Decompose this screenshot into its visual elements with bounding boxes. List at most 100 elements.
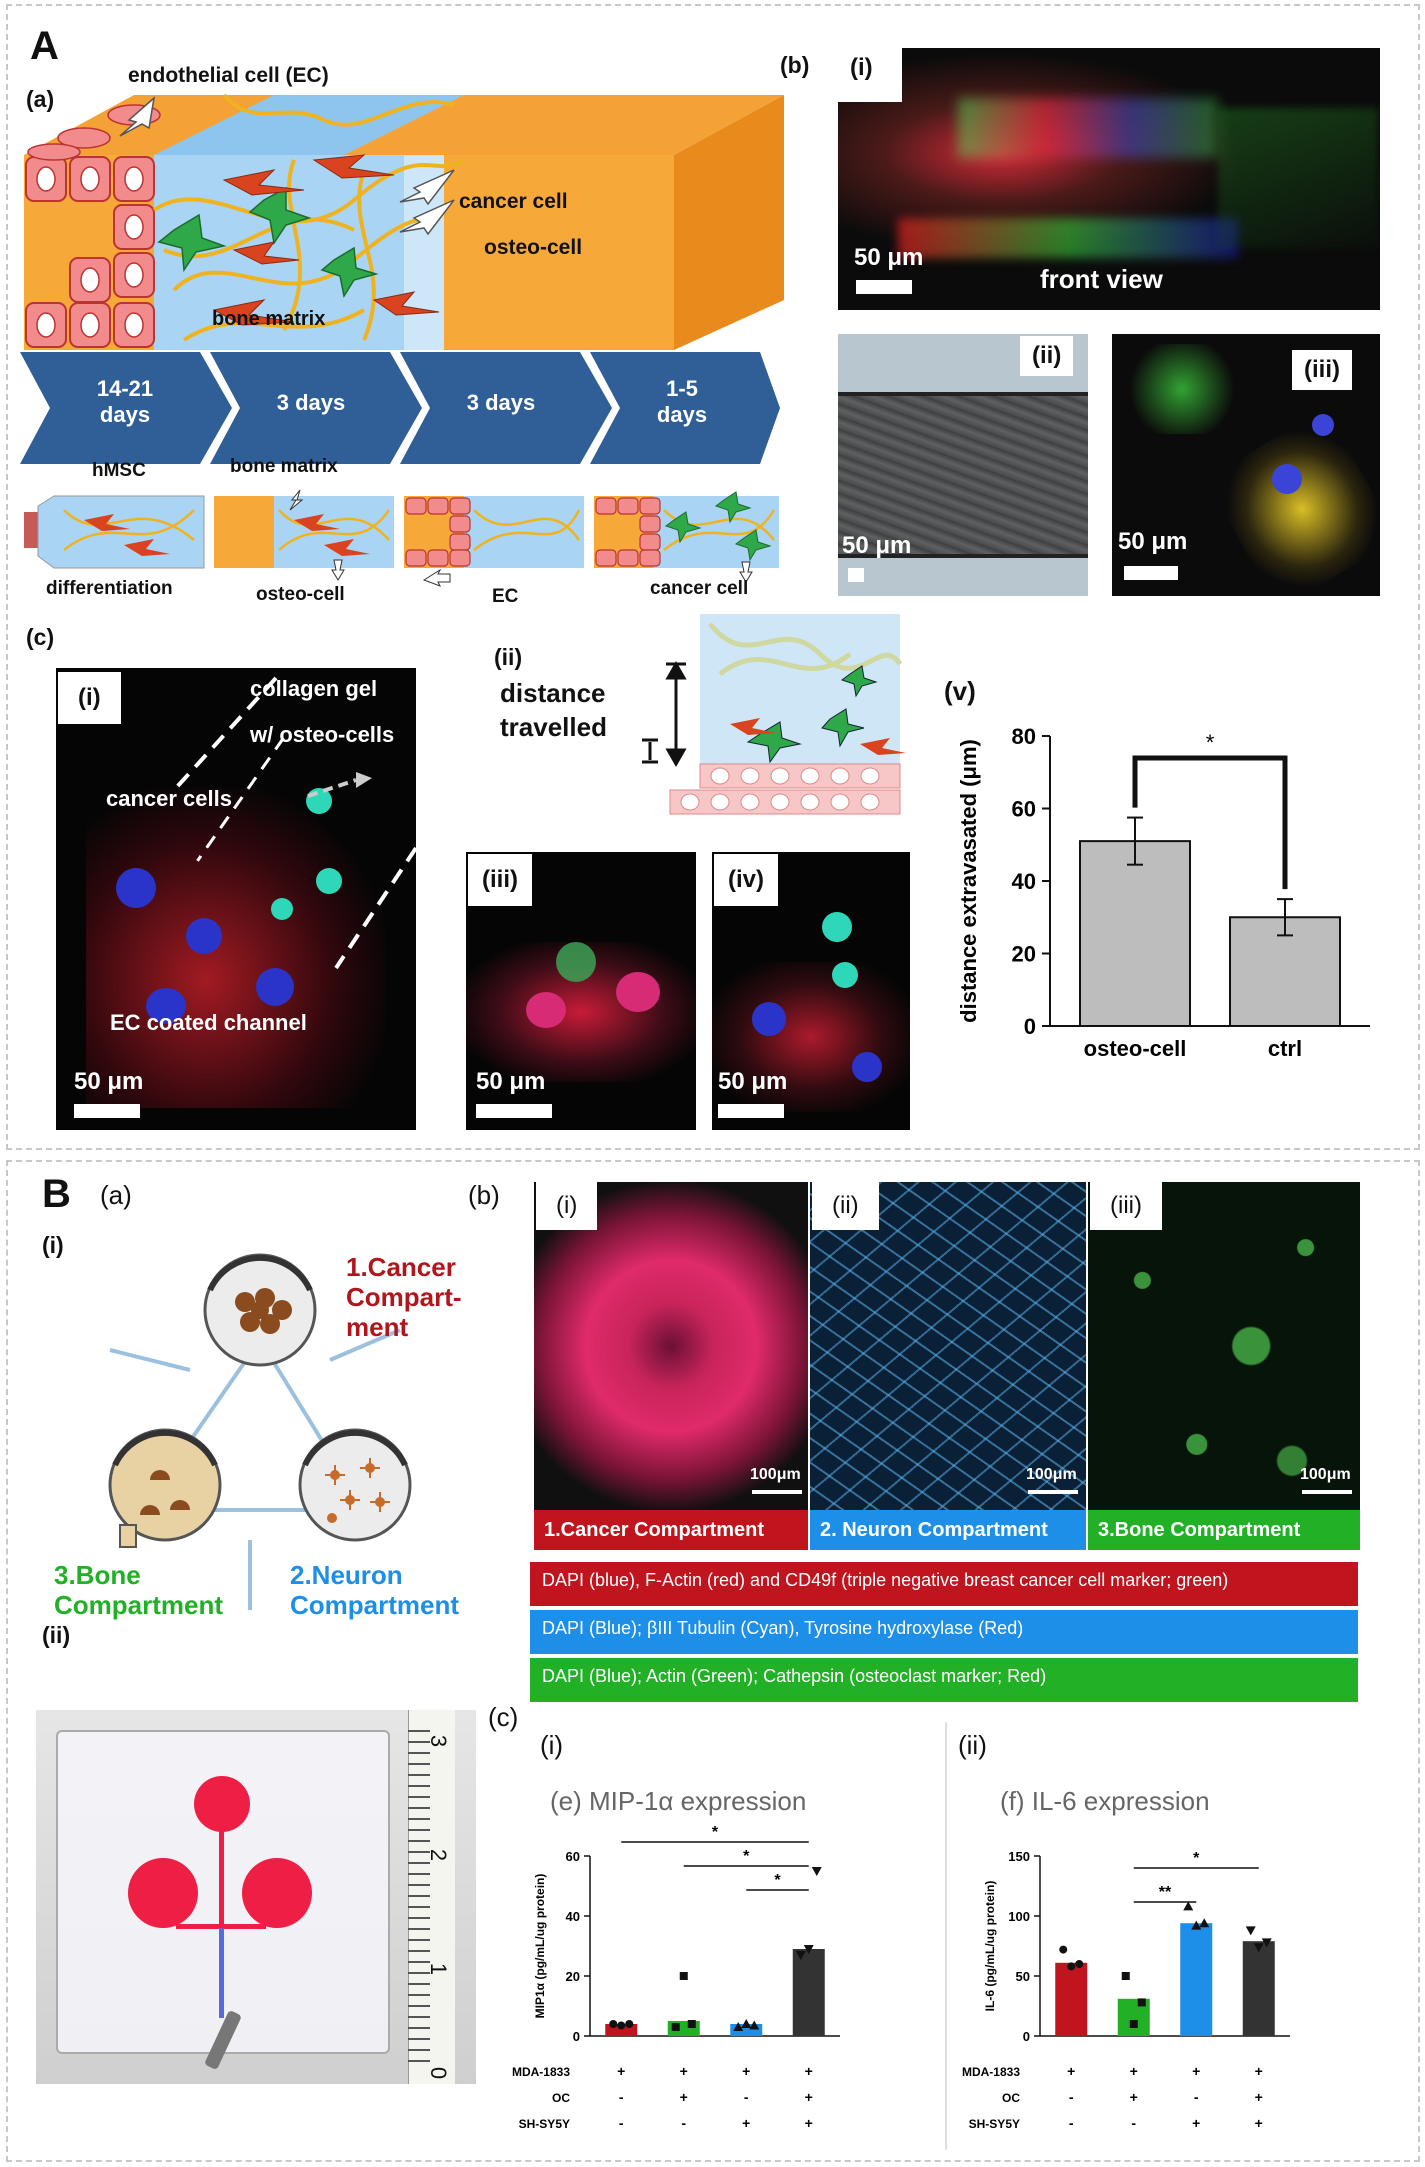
brightfield-micrograph: [838, 334, 1088, 596]
c-i-scale-bar: [74, 1104, 140, 1118]
y-tick-label: 150: [1008, 1849, 1030, 1864]
b-b-iii-scale: 100μm: [1300, 1466, 1351, 1483]
factor-row-label: MDA-1833: [512, 2065, 570, 2079]
factor-sign: +: [1130, 2089, 1138, 2105]
front-view-caption: front view: [1040, 264, 1163, 294]
significance-mark: *: [1193, 1850, 1200, 1867]
data-point: [679, 1972, 688, 1980]
c-iv-tag: (iv): [714, 854, 778, 906]
label-cancer-cell: cancer cell: [459, 190, 568, 213]
step-1-duration: 14-21 days: [96, 376, 154, 427]
panel-b-frame: [6, 1160, 1420, 2162]
factor-row-label: SH-SY5Y: [519, 2117, 570, 2131]
front-view-micrograph: [838, 48, 1380, 310]
y-tick-label: 80: [1012, 724, 1036, 749]
confocal-yellow-micrograph: [1112, 334, 1380, 596]
legend-row-cancer: DAPI (blue), F-Actin (red) and CD49f (tr…: [530, 1562, 1358, 1606]
data-point: [1137, 1998, 1146, 2007]
data-point: [1129, 2020, 1138, 2028]
x-tick-label: ctrl: [1268, 1036, 1302, 1061]
y-axis-label: distance extravasated (μm): [956, 739, 981, 1023]
factor-sign: +: [1067, 2063, 1075, 2079]
factor-sign: +: [1130, 2063, 1138, 2079]
y-tick-label: 40: [1012, 869, 1036, 894]
factor-sign: -: [1069, 2089, 1074, 2105]
data-point: [687, 2020, 696, 2028]
factor-sign: +: [617, 2063, 625, 2079]
data-point: [609, 2020, 618, 2028]
y-tick-label: 0: [573, 2029, 580, 2044]
bone-model-diagram: [24, 93, 784, 350]
ruler-tick-0: 0: [426, 2066, 452, 2080]
label-endothelial-cell: endothelial cell (EC): [128, 64, 329, 87]
extravasation-micrograph-iii: [466, 852, 696, 1130]
panel-b-a-i-label: (i): [42, 1232, 64, 1258]
factor-sign: +: [805, 2063, 813, 2079]
c-i-tag: (i): [58, 672, 121, 724]
significance-mark: *: [712, 1824, 719, 1841]
label-step-osteo-cell: osteo-cell: [256, 584, 345, 605]
label-collagen-gel: collagen gel: [250, 676, 378, 701]
factor-sign: +: [1255, 2115, 1263, 2131]
data-point: [1067, 1962, 1076, 1971]
panel-a-a-label: (a): [26, 86, 55, 112]
data-point: [749, 2020, 760, 2030]
factor-sign: +: [805, 2089, 813, 2105]
factor-sign: -: [1131, 2115, 1136, 2131]
data-point: [1253, 1943, 1264, 1953]
data-point: [625, 2020, 634, 2028]
label-osteo-cells: w/ osteo-cells: [250, 722, 395, 747]
bar-osteo-cell: [1079, 840, 1191, 1027]
factor-row-label: OC: [1002, 2091, 1020, 2105]
b-iii-scale-bar: [1124, 566, 1178, 580]
factor-sign: +: [1192, 2115, 1200, 2131]
b-iii-scale-label: 50 μm: [1118, 528, 1188, 555]
cancer-compartment-micrograph: [534, 1182, 808, 1510]
chart-title: (f) IL-6 expression: [1000, 1786, 1210, 1816]
significance-bracket: [1132, 755, 1288, 890]
timeline-arrows: [20, 352, 780, 464]
c-iv-scale-bar: [718, 1104, 784, 1118]
c-ii-tag: (ii): [494, 644, 523, 670]
data-point: [1075, 1960, 1084, 1968]
label-step-ec: EC: [492, 586, 519, 607]
chart-title: (e) MIP-1α expression: [550, 1786, 806, 1816]
compartment-label-neuron: 2. Neuron Compartment: [810, 1510, 1086, 1550]
compartment-label-cancer: 1.Cancer Compartment: [534, 1510, 808, 1550]
factor-row-label: SH-SY5Y: [969, 2117, 1020, 2131]
factor-sign: -: [744, 2089, 749, 2105]
bar-3: [792, 1949, 825, 2036]
factor-row-label: MDA-1833: [962, 2065, 1020, 2079]
panel-b-c-ii-label: (ii): [958, 1730, 987, 1760]
panel-a-c-label: (c): [26, 624, 55, 650]
significance-mark: *: [743, 1848, 750, 1865]
y-tick-label: 40: [566, 1909, 580, 1924]
c-i-scale-label: 50 μm: [74, 1068, 144, 1095]
panel-b-a-ii-label: (ii): [42, 1622, 71, 1648]
ruler-tick-1: 1: [426, 1962, 452, 1976]
b-b-ii-scale: 100μm: [1026, 1466, 1077, 1483]
bar-0: [1055, 1962, 1088, 2036]
panel-b-c-i-label: (i): [540, 1730, 564, 1760]
y-axis-label: MIP1α (pg/mL/ug protein): [533, 1874, 547, 2019]
step-3-duration: 3 days: [466, 390, 536, 415]
ruler-tick-3: 3: [426, 1734, 452, 1748]
label-ec-channel: EC coated channel: [110, 1010, 307, 1035]
data-point: [811, 1867, 822, 1876]
factor-sign: -: [681, 2115, 686, 2131]
panel-b-c-label: (c): [488, 1702, 519, 1732]
c-iii-tag: (iii): [468, 854, 532, 906]
data-point: [1261, 1938, 1272, 1948]
panel-b-label: B: [42, 1172, 71, 1216]
factor-sign: +: [1192, 2063, 1200, 2079]
label-step-bone-matrix: bone matrix: [230, 456, 338, 477]
data-point: [617, 2021, 626, 2030]
x-tick-label: osteo-cell: [1084, 1036, 1187, 1061]
data-point: [1121, 1972, 1130, 1980]
y-tick-label: 0: [1024, 1014, 1036, 1039]
b-i-tag: (i): [838, 48, 902, 102]
